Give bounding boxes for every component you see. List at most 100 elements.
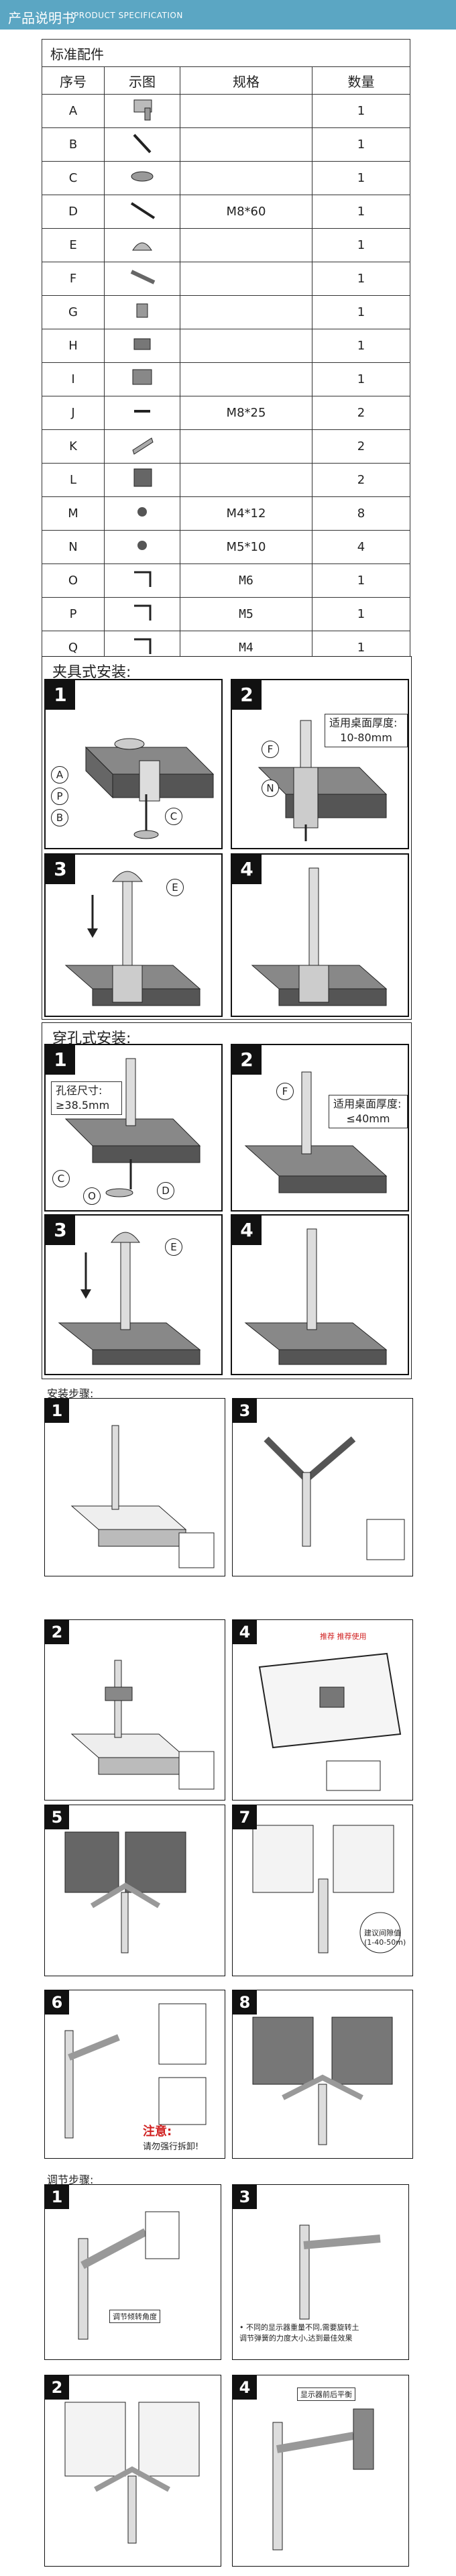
adjust-note-1: 调节倾转角度	[109, 2310, 160, 2323]
part-qty: 1	[312, 262, 410, 296]
note-warning: 注意:	[143, 2125, 172, 2139]
part-image	[104, 329, 180, 363]
install-step-6-panel: 6 注意: 请勿强行拆卸!	[44, 1990, 225, 2159]
adjust-step-1-illustration	[78, 2211, 180, 2340]
install-step-3-illustration	[264, 1436, 405, 1560]
grommet-step-1-illustration	[64, 1058, 201, 1197]
part-qty: 1	[312, 195, 410, 229]
part-icon	[134, 571, 152, 587]
header-title-en: PRODUCT SPECIFICATION	[74, 11, 183, 20]
part-spec: M5*10	[180, 530, 312, 564]
part-id: H	[42, 329, 105, 363]
callout-B: B	[51, 809, 68, 826]
install-step-2-illustration	[70, 1660, 215, 1790]
adjust-step-3-illustration	[299, 2224, 381, 2320]
part-image	[104, 161, 180, 195]
header-banner: 产品说明书 PRODUCT SPECIFICATION	[0, 0, 456, 30]
clamp-step-2-illustration	[258, 720, 388, 841]
header-title-cn: 产品说明书	[8, 10, 75, 26]
part-icon	[134, 604, 152, 621]
step-badge: 2	[232, 680, 262, 710]
callout-A: A	[51, 766, 68, 784]
part-icon	[133, 468, 152, 487]
part-icon	[137, 507, 147, 517]
step-badge: 2	[45, 1620, 69, 1644]
thickness-callout: 适用桌面厚度: 10-80mm	[325, 714, 408, 747]
grommet-thickness-value: ≤40mm	[346, 1112, 390, 1125]
adjust-step-4-illustration	[272, 2408, 374, 2551]
part-qty: 1	[312, 329, 410, 363]
grommet-step-1-panel: 1 孔径尺寸: ≥38.5mm C O D	[44, 1044, 223, 1212]
step-badge: 3	[233, 1399, 257, 1423]
grommet-step-3-illustration	[58, 1232, 201, 1365]
part-id: O	[42, 564, 105, 598]
step-badge: 5	[45, 1805, 69, 1829]
install-step-7-illustration	[252, 1825, 401, 1953]
step-badge: 3	[46, 855, 75, 884]
part-qty: 1	[312, 295, 410, 329]
adjust-step-4-panel: 4 显示器前后平衡	[232, 2375, 409, 2567]
part-image	[104, 530, 180, 564]
part-spec	[180, 262, 312, 296]
callout-F: F	[276, 1083, 294, 1100]
part-spec	[180, 161, 312, 195]
part-image	[104, 429, 180, 464]
install-step-5-panel: 5	[44, 1805, 225, 1976]
step-badge: 4	[233, 1620, 257, 1644]
part-spec	[180, 228, 312, 262]
col-header-index: 序号	[42, 66, 105, 95]
part-image	[104, 564, 180, 598]
part-image	[104, 195, 180, 229]
install-step-7-panel: 7 建议间隙值 (1-40-50m)	[232, 1805, 413, 1976]
part-qty: 2	[312, 429, 410, 464]
gap-label: 建议间隙值	[364, 1929, 401, 1937]
step-badge: 6	[45, 1990, 69, 2015]
adjust-note-3: • 不同的显示器重量不同,需要旋转土 调节弹簧的力度大小,达到最佳效果	[239, 2323, 359, 2343]
callout-D: D	[157, 1182, 174, 1199]
install-step-8-panel: 8	[232, 1990, 413, 2159]
step-badge: 4	[233, 2375, 257, 2400]
callout-C: C	[165, 808, 182, 825]
step-badge: 8	[233, 1990, 257, 2015]
grommet-step-3-panel: 3 E	[44, 1214, 223, 1375]
step-badge: 1	[46, 1045, 75, 1075]
callout-E: E	[166, 879, 184, 896]
grommet-step-2-illustration	[244, 1071, 388, 1193]
part-icon	[133, 338, 151, 350]
clamp-step-4-panel: 4	[231, 853, 409, 1017]
clamp-step-3-illustration	[64, 871, 201, 1006]
callout-E: E	[165, 1238, 182, 1256]
gap-value: (1-40-50m)	[364, 1938, 406, 1947]
part-icon	[132, 369, 152, 385]
adjust-step-1-panel: 1 调节倾转角度	[44, 2184, 221, 2360]
adjust-note-4: 显示器前后平衡	[297, 2387, 355, 2401]
part-qty: 1	[312, 564, 410, 598]
recommend-tag: 推荐 推荐使用	[320, 1632, 367, 1641]
adjust-step-2-panel: 2	[44, 2375, 221, 2567]
col-header-image: 示图	[104, 66, 180, 95]
step-badge: 7	[233, 1805, 257, 1829]
grommet-step-4-illustration	[244, 1228, 388, 1365]
part-qty: 1	[312, 94, 410, 128]
step-badge: 3	[233, 2185, 257, 2209]
part-icon	[132, 437, 154, 455]
note-text: 请勿强行拆卸!	[143, 2142, 199, 2152]
hole-label: 孔径尺寸:	[56, 1084, 103, 1097]
adjust-steps-title: 调节步骤:	[47, 2174, 94, 2186]
part-spec: M4*12	[180, 496, 312, 531]
part-image	[104, 94, 180, 128]
step-badge: 2	[45, 2375, 69, 2400]
install-step-3-panel: 3	[232, 1398, 413, 1576]
clamp-step-1-illustration	[84, 738, 215, 839]
callout-N: N	[262, 780, 279, 797]
part-qty: 1	[312, 161, 410, 195]
part-image	[104, 295, 180, 329]
part-spec: M6	[180, 564, 312, 598]
part-icon	[137, 541, 147, 550]
thickness-label: 适用桌面厚度:	[329, 716, 398, 729]
